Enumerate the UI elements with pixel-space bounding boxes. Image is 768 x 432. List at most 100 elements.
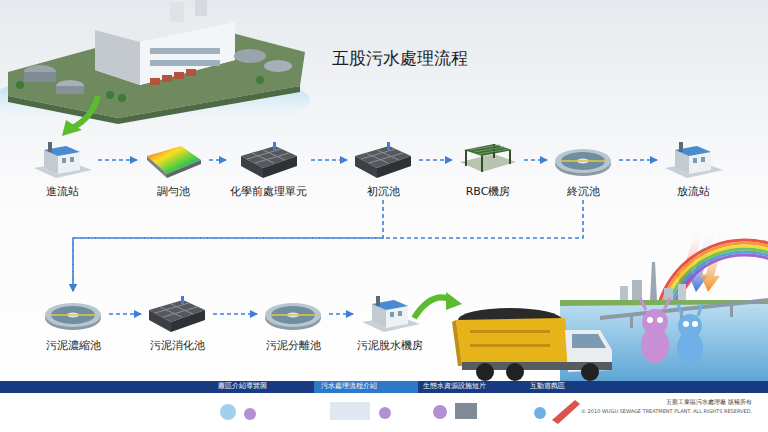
unit-icon-part bbox=[555, 149, 611, 173]
river-scene-part bbox=[657, 317, 663, 323]
plant-illustration-part bbox=[234, 49, 266, 63]
dump-truck-part bbox=[470, 330, 550, 333]
river-scene-part bbox=[600, 300, 768, 318]
unit-label: 污泥消化池 bbox=[150, 339, 205, 352]
unit-label: 污泥濃縮池 bbox=[46, 339, 101, 352]
unit-icon bbox=[237, 138, 301, 182]
plant-illustration-part bbox=[140, 22, 235, 85]
plant-illustration-part bbox=[24, 72, 56, 82]
unit-icon-part bbox=[51, 314, 95, 316]
plant-illustration-part bbox=[95, 8, 235, 85]
plant-illustration-part bbox=[170, 2, 184, 22]
unit-icon-part bbox=[398, 311, 402, 316]
plant-illustration-part bbox=[150, 78, 160, 85]
flow-arrow bbox=[329, 313, 353, 315]
flow-arrow bbox=[213, 313, 257, 315]
process-node: 放流站 bbox=[658, 138, 728, 198]
river-scene-part bbox=[560, 300, 768, 381]
dump-truck-part bbox=[452, 320, 462, 366]
nav-bar-part bbox=[0, 393, 768, 432]
unit-icon-part bbox=[390, 312, 394, 317]
unit-icon-part bbox=[45, 303, 101, 327]
unit-icon-part bbox=[460, 154, 516, 172]
unit-icon-part bbox=[247, 149, 289, 163]
unit-icon-part bbox=[464, 144, 512, 156]
nav-bar bbox=[0, 381, 768, 432]
unit-icon-part bbox=[147, 146, 201, 174]
plant-illustration-part bbox=[118, 94, 126, 102]
nav-bar-part bbox=[330, 402, 370, 420]
plant-illustration-part bbox=[62, 120, 82, 136]
unit-icon-part bbox=[679, 142, 683, 152]
river-scene-part bbox=[640, 298, 670, 310]
unit-icon-part bbox=[273, 142, 276, 150]
unit-icon-part bbox=[241, 156, 263, 178]
flow-arrow bbox=[209, 159, 226, 161]
river-scene-part bbox=[678, 314, 702, 338]
river-scene-part-part bbox=[655, 240, 768, 310]
nav-item: 廠區介紹導覽圖 bbox=[218, 382, 267, 390]
flow-arrow bbox=[524, 159, 547, 161]
unit-icon-part bbox=[181, 296, 184, 304]
dump-truck-part bbox=[572, 334, 606, 348]
unit-icon-part bbox=[470, 145, 508, 154]
river-scene-part bbox=[683, 321, 689, 327]
flow-arrow bbox=[73, 200, 383, 291]
plant-illustration-part bbox=[162, 75, 172, 82]
unit-label: 污泥分離池 bbox=[266, 339, 321, 352]
river-scene-part bbox=[678, 284, 686, 300]
process-node: RBC機房 bbox=[453, 138, 523, 198]
nav-bar-part bbox=[534, 407, 546, 419]
nav-item: 生態水資源設施短片 bbox=[423, 382, 486, 390]
unit-icon-part bbox=[155, 303, 197, 317]
unit-icon bbox=[41, 292, 105, 336]
unit-label: 調勻池 bbox=[157, 185, 190, 198]
process-node: 污泥脫水機房 bbox=[354, 292, 426, 352]
flow-arrow bbox=[109, 313, 141, 315]
unit-icon-part bbox=[693, 158, 697, 163]
plant-illustration-part bbox=[264, 60, 292, 72]
dump-truck-part bbox=[470, 344, 550, 347]
unit-icon bbox=[351, 138, 415, 182]
unit-icon bbox=[145, 292, 209, 336]
plant-illustration bbox=[0, 0, 310, 136]
process-node: 污泥濃縮池 bbox=[38, 292, 108, 352]
plant-illustration-part bbox=[106, 91, 114, 99]
nav-bar-part bbox=[433, 405, 447, 419]
river-scene-part bbox=[678, 304, 702, 316]
unit-icon-part bbox=[271, 306, 315, 324]
unit-label: 污泥脫水機房 bbox=[357, 339, 423, 352]
river-scene-part bbox=[620, 286, 628, 300]
river-scene-part bbox=[647, 317, 653, 323]
dump-truck-part bbox=[476, 363, 494, 381]
unit-icon-part bbox=[62, 158, 66, 163]
plant-illustration-part bbox=[95, 30, 140, 85]
flow-arrow bbox=[98, 159, 137, 161]
plant-illustration-part bbox=[195, 0, 207, 16]
plant-illustration-part bbox=[72, 96, 98, 128]
unit-icon-part bbox=[70, 157, 74, 162]
unit-icon bbox=[358, 292, 422, 336]
plant-illustration-part bbox=[8, 86, 300, 124]
unit-icon-part bbox=[361, 149, 403, 163]
flow-arrow bbox=[419, 159, 452, 161]
unit-icon bbox=[551, 138, 615, 182]
unit-icon-part bbox=[387, 142, 390, 150]
unit-icon bbox=[261, 292, 325, 336]
plant-illustration-part bbox=[16, 81, 24, 89]
plant-illustration-part bbox=[56, 86, 84, 94]
unit-icon bbox=[30, 138, 94, 182]
nav-bar-part bbox=[244, 408, 256, 420]
unit-icon-part bbox=[561, 152, 605, 170]
river-scene-part bbox=[642, 309, 668, 335]
process-node: 污泥分離池 bbox=[258, 292, 328, 352]
unit-icon-part bbox=[376, 296, 380, 306]
unit-icon-part bbox=[147, 156, 167, 178]
dump-truck-part bbox=[581, 363, 599, 381]
plant-illustration-part bbox=[186, 69, 196, 76]
unit-label: 初沉池 bbox=[367, 185, 400, 198]
unit-icon-part bbox=[48, 142, 52, 152]
unit-icon-part bbox=[355, 156, 377, 178]
